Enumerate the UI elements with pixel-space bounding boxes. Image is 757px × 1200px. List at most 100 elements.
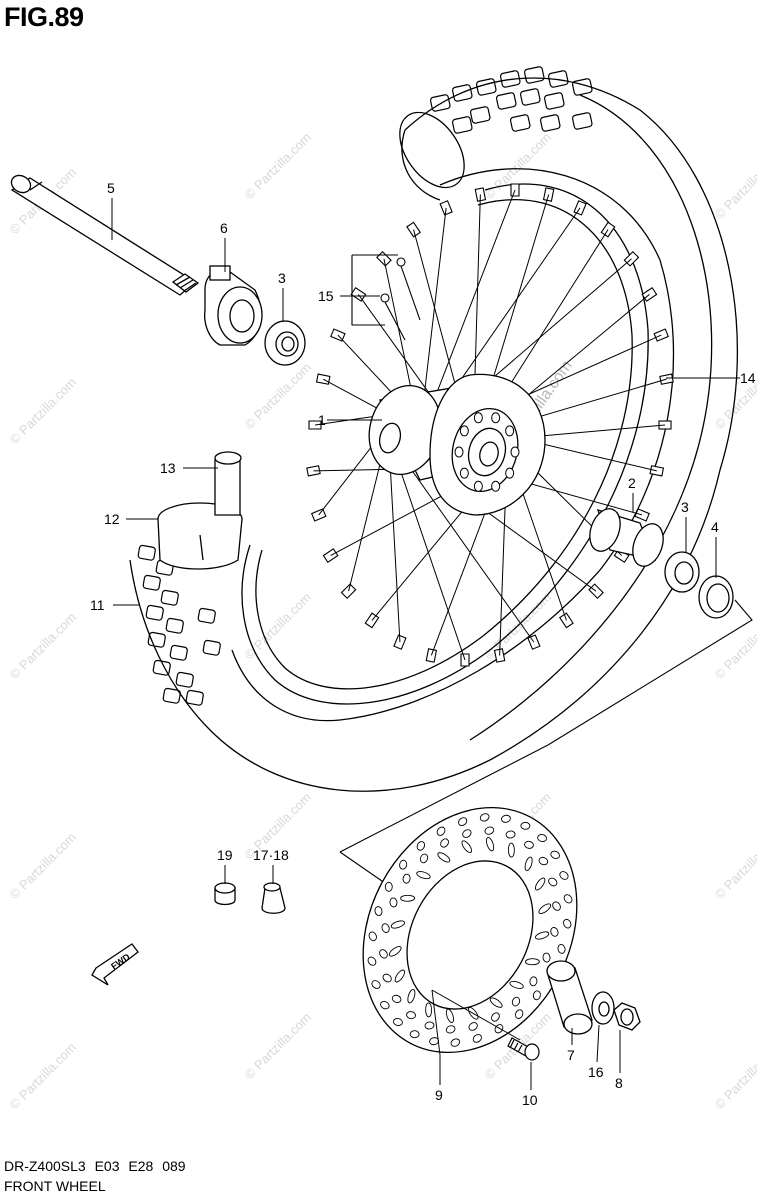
tread-block — [495, 92, 517, 110]
figure-title: FIG.89 — [4, 2, 84, 32]
disc-hole — [524, 958, 540, 966]
tire-tread-left — [137, 544, 221, 706]
tread-block — [162, 687, 181, 704]
watermark-text: © Partzilla.com — [242, 130, 315, 203]
tread-block — [185, 689, 204, 706]
callout-1: 1 — [318, 412, 326, 428]
disc-hole — [367, 956, 377, 966]
disc-hole — [445, 1025, 456, 1034]
watermark-text: © Partzilla.com — [712, 150, 757, 223]
tread-block — [175, 671, 194, 688]
callout-8: 8 — [615, 1075, 623, 1091]
tread-block — [543, 92, 565, 110]
disc-hole — [409, 1030, 420, 1039]
tread-block — [147, 631, 166, 648]
disc-hole — [382, 973, 392, 983]
hub-hole — [473, 412, 483, 424]
hub-hole — [505, 467, 515, 479]
disc-hole — [532, 990, 541, 1001]
disc-hole — [550, 850, 560, 860]
disc-hole — [374, 906, 383, 916]
tire-section-top — [399, 111, 465, 201]
disc-hole — [524, 840, 534, 849]
tread-block — [197, 607, 216, 624]
callout-4: 4 — [711, 519, 719, 535]
tread-block — [160, 589, 179, 606]
watermark-text: © Partzilla.com — [7, 375, 80, 448]
callout-6: 6 — [220, 220, 228, 236]
disc-hole — [381, 923, 390, 933]
disc-spacer — [546, 960, 593, 1035]
callout-10: 10 — [522, 1092, 538, 1108]
disc-hole — [384, 881, 393, 892]
watermark-text: © Partzilla.com — [7, 610, 80, 683]
disc-hole — [507, 842, 515, 858]
spoke-set-detail — [351, 254, 421, 341]
callout-19: 19 — [217, 847, 233, 863]
callout-15: 15 — [318, 288, 334, 304]
tread-block — [429, 94, 451, 112]
fwd-arrow: FWD — [91, 943, 139, 986]
wheel-bearing-left — [264, 320, 306, 366]
tread-block — [145, 604, 164, 621]
tube-valve — [214, 451, 242, 516]
spoke — [420, 207, 447, 423]
spoke-nipple — [623, 250, 640, 267]
tread-block — [509, 114, 531, 132]
hub-hole — [491, 480, 501, 492]
callout-17-18: 17·18 — [253, 847, 289, 863]
watermark-text: © Partzilla.com — [7, 1040, 80, 1113]
disc-hole — [424, 1021, 435, 1030]
oil-seal — [698, 575, 734, 619]
tread-block — [202, 639, 221, 656]
watermark-text: © Partzilla.com — [712, 1040, 757, 1113]
disc-hole — [393, 1017, 403, 1026]
disc-hole — [491, 1012, 500, 1022]
disc-hole — [440, 838, 449, 848]
callout-7: 7 — [567, 1047, 575, 1063]
valve-nut — [261, 882, 286, 914]
disc-hole — [509, 980, 524, 989]
hub-bolt-holes — [454, 412, 520, 492]
disc-hole — [380, 1000, 390, 1010]
tread-block — [165, 617, 184, 634]
disc-hole — [437, 852, 451, 863]
disc-hole — [472, 1034, 482, 1043]
wheel-collar — [204, 265, 263, 346]
wheel-hub — [368, 373, 546, 516]
tread-block — [523, 66, 545, 84]
callout-3-left: 3 — [278, 270, 286, 286]
callout-2: 2 — [628, 475, 636, 491]
wheel-bearing-right — [664, 551, 700, 593]
tread-block — [451, 116, 473, 134]
disc-hole — [399, 859, 408, 870]
disc-hole — [484, 826, 495, 835]
disc-hole — [425, 1002, 433, 1018]
disc-hole — [416, 841, 426, 851]
hub-hole — [459, 425, 469, 437]
hub-hole — [473, 480, 483, 492]
tread-block — [519, 88, 541, 106]
disc-hole — [505, 830, 516, 839]
disc-hole — [468, 1022, 478, 1031]
disc-hole — [461, 840, 473, 854]
disc-bolt — [507, 1037, 540, 1061]
disc-hole — [390, 920, 406, 929]
valve-cap — [214, 882, 236, 906]
disc-hole — [501, 814, 511, 823]
brake-disc — [362, 806, 578, 1054]
disc-hole — [445, 1008, 455, 1023]
callout-12: 12 — [104, 511, 120, 527]
watermark-text: © Partzilla.com — [712, 830, 757, 903]
disc-hole — [563, 918, 572, 929]
tread-block — [451, 84, 473, 102]
callout-11: 11 — [90, 597, 105, 613]
tread-block — [571, 112, 593, 130]
callout-5: 5 — [107, 180, 115, 196]
callout-13: 13 — [160, 460, 176, 476]
tread-block — [547, 70, 569, 88]
disc-hole — [489, 997, 503, 1008]
tread-block — [571, 78, 593, 96]
watermark-text: © Partzilla.com — [712, 610, 757, 683]
